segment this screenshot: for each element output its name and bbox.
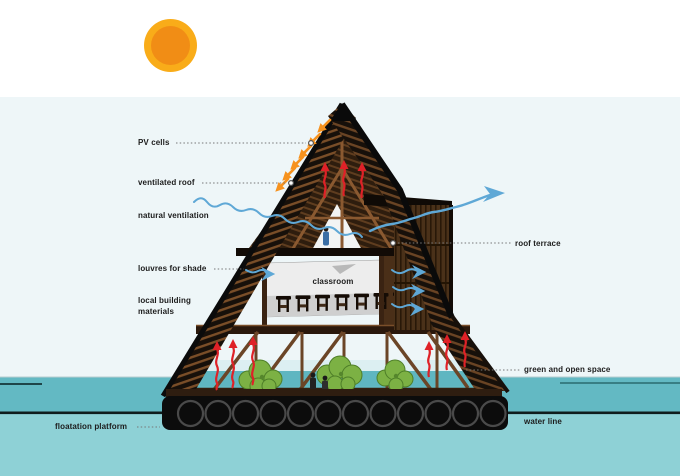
label-ventilated-roof: ventilated roof (138, 178, 195, 187)
label-classroom: classroom (312, 277, 354, 286)
label-water-line: water line (524, 417, 562, 426)
barrels (176, 399, 507, 428)
sun-icon (144, 19, 197, 72)
left-roof-louvres (163, 104, 356, 396)
airflow-arrows (193, 186, 505, 315)
label-roof-terrace: roof terrace (515, 239, 561, 248)
label-floatation-platform: floatation platform (55, 422, 128, 431)
label-louvres-for-shade: louvres for shade (138, 264, 207, 273)
leader-markers (288, 140, 397, 247)
sun-core (151, 26, 190, 65)
person-figure (323, 226, 329, 246)
right-roof (328, 104, 452, 324)
floatation-platform (162, 396, 508, 430)
label-green-and-open-space: green and open space (524, 365, 611, 374)
right-lower-louvres (430, 318, 507, 391)
green-plants (238, 355, 414, 395)
a-frame-building (160, 102, 510, 430)
leader-lines (137, 142, 521, 428)
label-natural-ventilation: natural ventilation (138, 211, 209, 220)
label-local-building-materials: local building materials (138, 296, 191, 316)
classroom-box (265, 259, 381, 318)
label-pv-cells: PV cells (138, 138, 170, 147)
